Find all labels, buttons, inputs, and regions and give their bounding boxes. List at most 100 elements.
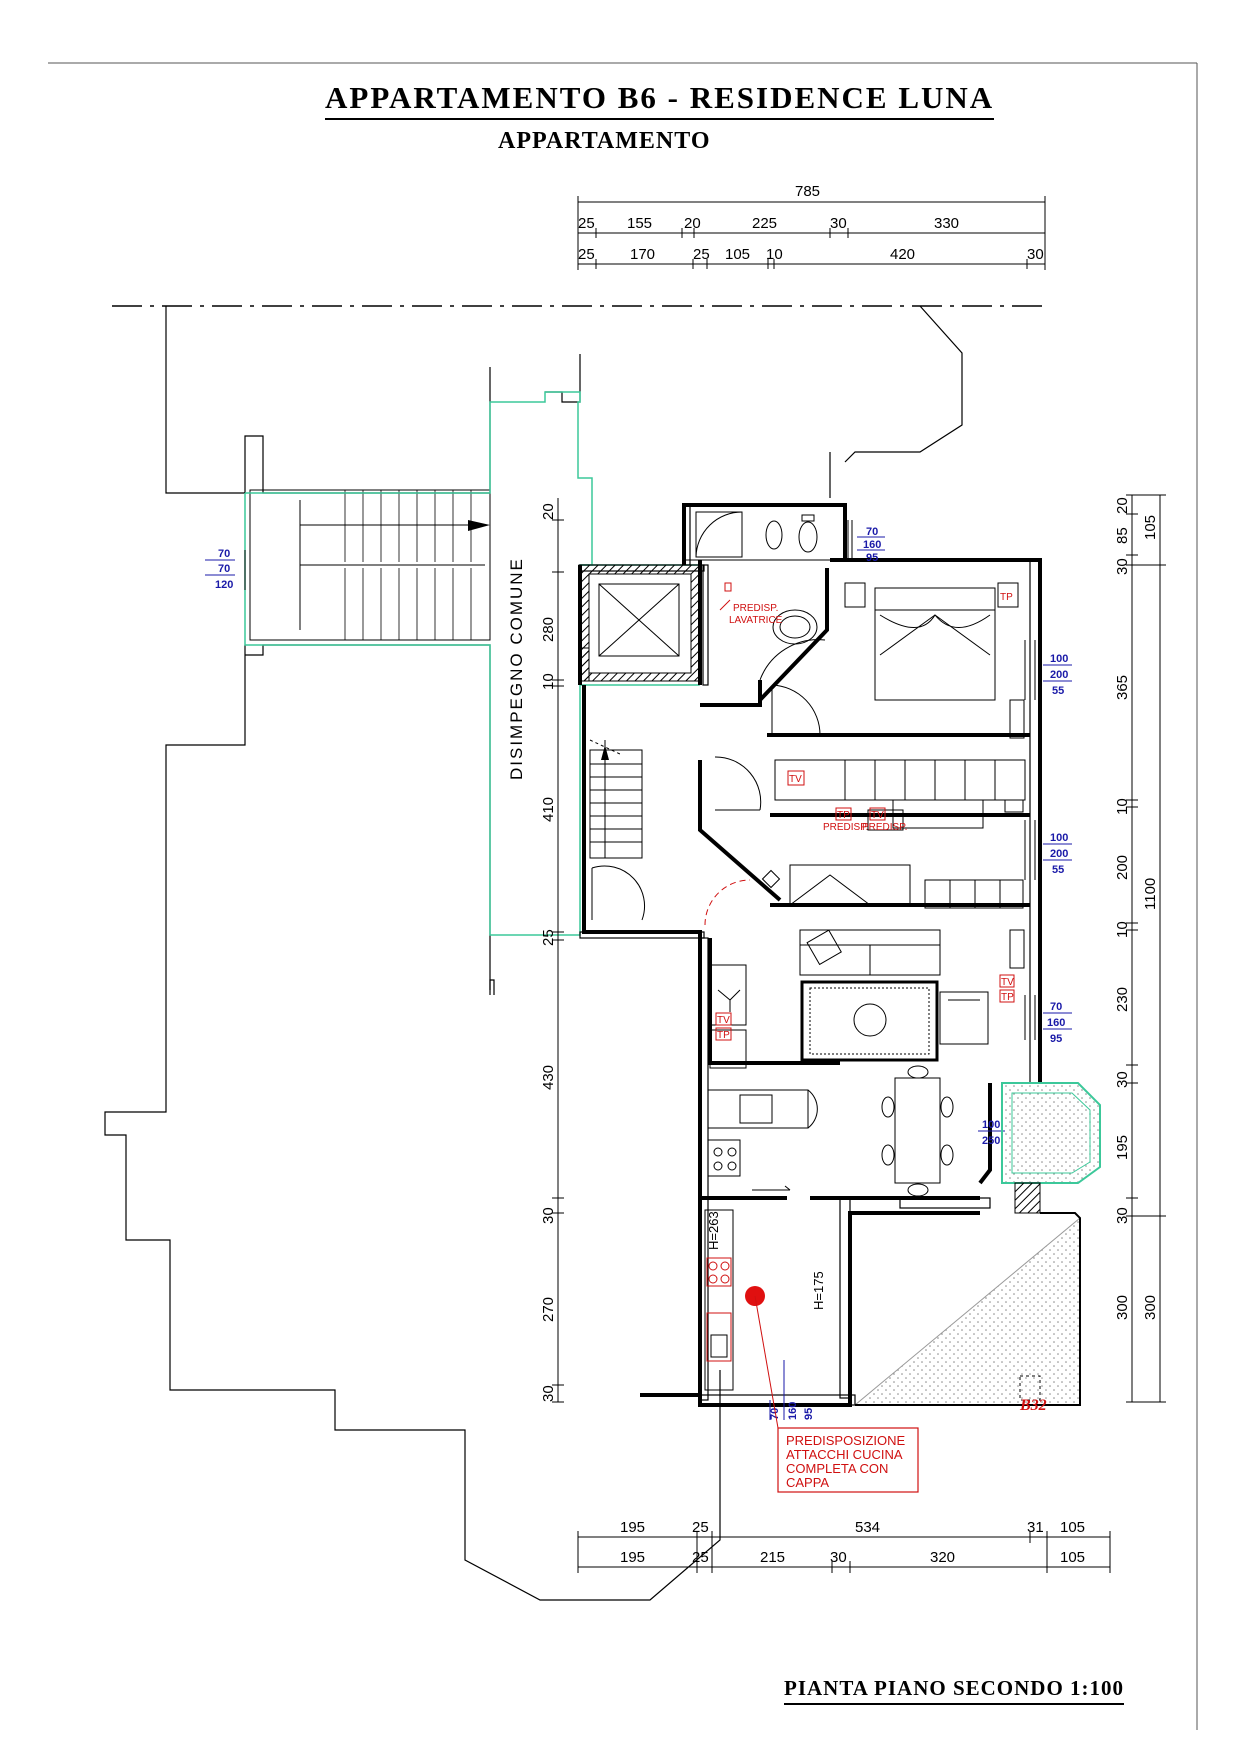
dim-top-r1-4: 30 <box>830 215 847 232</box>
top-dimensions <box>577 196 1046 270</box>
terrace-code: B32 <box>1019 1397 1047 1414</box>
dim-bottom-r2-5: 105 <box>1060 1549 1085 1566</box>
dim-top-r1-2: 20 <box>684 215 701 232</box>
dim-bottom-r1-1: 25 <box>692 1519 709 1536</box>
dim-right-c1-6: 10 <box>1114 921 1131 938</box>
dim-top-r2-4: 10 <box>766 246 783 263</box>
dim-right-c1-11: 300 <box>1114 1295 1131 1320</box>
window-balcony-w: 100 <box>982 1119 1000 1131</box>
dim-left-1: 280 <box>540 617 557 642</box>
left-dimension-line <box>552 498 564 1403</box>
kitchen-height-263: H=263 <box>706 1211 721 1250</box>
bed2-tp-box <box>835 807 852 821</box>
bed2-tv: TV <box>871 810 884 821</box>
bed2-tp: TP <box>837 810 850 821</box>
bottom-dimension-lines <box>577 1531 1111 1573</box>
right-dimension-lines <box>1126 494 1166 1403</box>
room-label-corridor: DISIMPEGNO COMUNE <box>507 557 526 780</box>
window-kitchen-sill: 95 <box>803 1408 815 1420</box>
dim-bottom-r1-3: 31 <box>1027 1519 1044 1536</box>
stair-direction-arrow <box>468 520 490 531</box>
sofa-tp: TP <box>717 1030 730 1041</box>
bed2-predisp-1: PREDISP. <box>823 822 868 833</box>
window-balcony-h: 250 <box>982 1135 1000 1147</box>
kitchen-note <box>754 1295 919 1493</box>
dim-right-c2-1: 1100 <box>1142 878 1159 910</box>
dim-right-c1-10: 30 <box>1114 1207 1131 1224</box>
window-bed1-w: 100 <box>1050 653 1068 665</box>
dim-left-6: 30 <box>540 1207 557 1224</box>
dim-right-c1-9: 195 <box>1114 1135 1131 1160</box>
dim-top-r2-1: 170 <box>630 246 655 263</box>
window-bed1-h: 200 <box>1050 669 1068 681</box>
sofa-tv: TV <box>717 1015 730 1026</box>
sofa-tp-box <box>715 1027 732 1041</box>
drawing-subtitle: APPARTAMENTO <box>498 128 711 154</box>
elevator-shaft <box>578 564 700 682</box>
dim-bottom-r2-4: 320 <box>930 1549 955 1566</box>
window-living-h: 160 <box>1047 1017 1065 1029</box>
dim-left-8: 30 <box>540 1385 557 1402</box>
master-bedroom <box>774 582 1036 801</box>
window-kitchen-h: 160 <box>787 1402 799 1420</box>
dim-bottom-r2-3: 30 <box>830 1549 847 1566</box>
window-kitchen-w: 70 <box>769 1408 781 1420</box>
window-stair-w: 70 <box>218 548 230 560</box>
kitchen-note-2: ATTACCHI CUCINA <box>786 1447 903 1462</box>
kitchen-height-175: H=175 <box>811 1271 826 1310</box>
stair-window <box>205 550 251 590</box>
kitchenette <box>704 1209 734 1391</box>
apartment-stairs <box>589 739 646 921</box>
dim-left-7: 270 <box>540 1297 557 1322</box>
dim-left-3: 410 <box>540 797 557 822</box>
kitchen-note-1: PREDISPOSIZIONE <box>786 1433 906 1448</box>
dim-right-c1-1: 85 <box>1114 527 1131 544</box>
master-tv: TV <box>789 774 802 785</box>
dim-top-r1-0: 25 <box>578 215 595 232</box>
dim-top-r2-2: 25 <box>693 246 710 263</box>
dim-right-c1-0: 20 <box>1114 497 1131 514</box>
dim-bottom-r1-0: 195 <box>620 1519 645 1536</box>
living-tv: TV <box>1001 977 1014 988</box>
living-tp-box <box>999 989 1015 1003</box>
dim-right-c1-3: 365 <box>1114 675 1131 700</box>
dim-right-c1-4: 10 <box>1114 798 1131 815</box>
bathroom <box>683 504 853 681</box>
drawing-title: APPARTAMENTO B6 - RESIDENCE LUNA <box>325 80 995 120</box>
dim-left-2: 10 <box>540 673 557 690</box>
annotation-predisp-2: LAVATRICE <box>729 615 783 626</box>
terrace <box>854 1212 1081 1406</box>
window-bed2-w: 100 <box>1050 832 1068 844</box>
window-living-w: 70 <box>1050 1001 1062 1013</box>
dim-bottom-r1-4: 105 <box>1060 1519 1085 1536</box>
window-stair-sill: 120 <box>215 579 233 591</box>
page-frame <box>48 62 1198 1730</box>
living-tp: TP <box>1001 992 1014 1003</box>
window-bath-h: 160 <box>863 539 881 551</box>
living-tv-box <box>999 974 1015 988</box>
window-bed2-sill: 55 <box>1052 864 1064 876</box>
bed2-predisp-2: PREDISP. <box>862 822 907 833</box>
dim-top-total: 785 <box>795 183 820 200</box>
living-room <box>709 929 1036 1069</box>
dim-right-c1-2: 30 <box>1114 558 1131 575</box>
dim-bottom-r2-0: 195 <box>620 1549 645 1566</box>
balcony <box>1001 1082 1101 1214</box>
dim-top-r1-1: 155 <box>627 215 652 232</box>
annotation-predisp-1: PREDISP. <box>733 603 778 614</box>
dim-right-c2-2: 300 <box>1142 1295 1159 1320</box>
dim-right-c1-7: 230 <box>1114 987 1131 1012</box>
common-staircase <box>249 489 491 641</box>
kitchen-counter <box>707 1089 818 1191</box>
dim-top-r2-6: 30 <box>1027 246 1044 263</box>
washer-outlet-icon <box>724 582 732 592</box>
second-bedroom <box>761 799 1036 909</box>
window-bath-w: 70 <box>866 526 878 538</box>
sofa-tv-box <box>715 1012 732 1026</box>
dim-bottom-r2-2: 215 <box>760 1549 785 1566</box>
door-swings <box>704 684 821 926</box>
window-bed2-h: 200 <box>1050 848 1068 860</box>
window-bed1-sill: 55 <box>1052 685 1064 697</box>
master-tv-box <box>787 770 805 786</box>
